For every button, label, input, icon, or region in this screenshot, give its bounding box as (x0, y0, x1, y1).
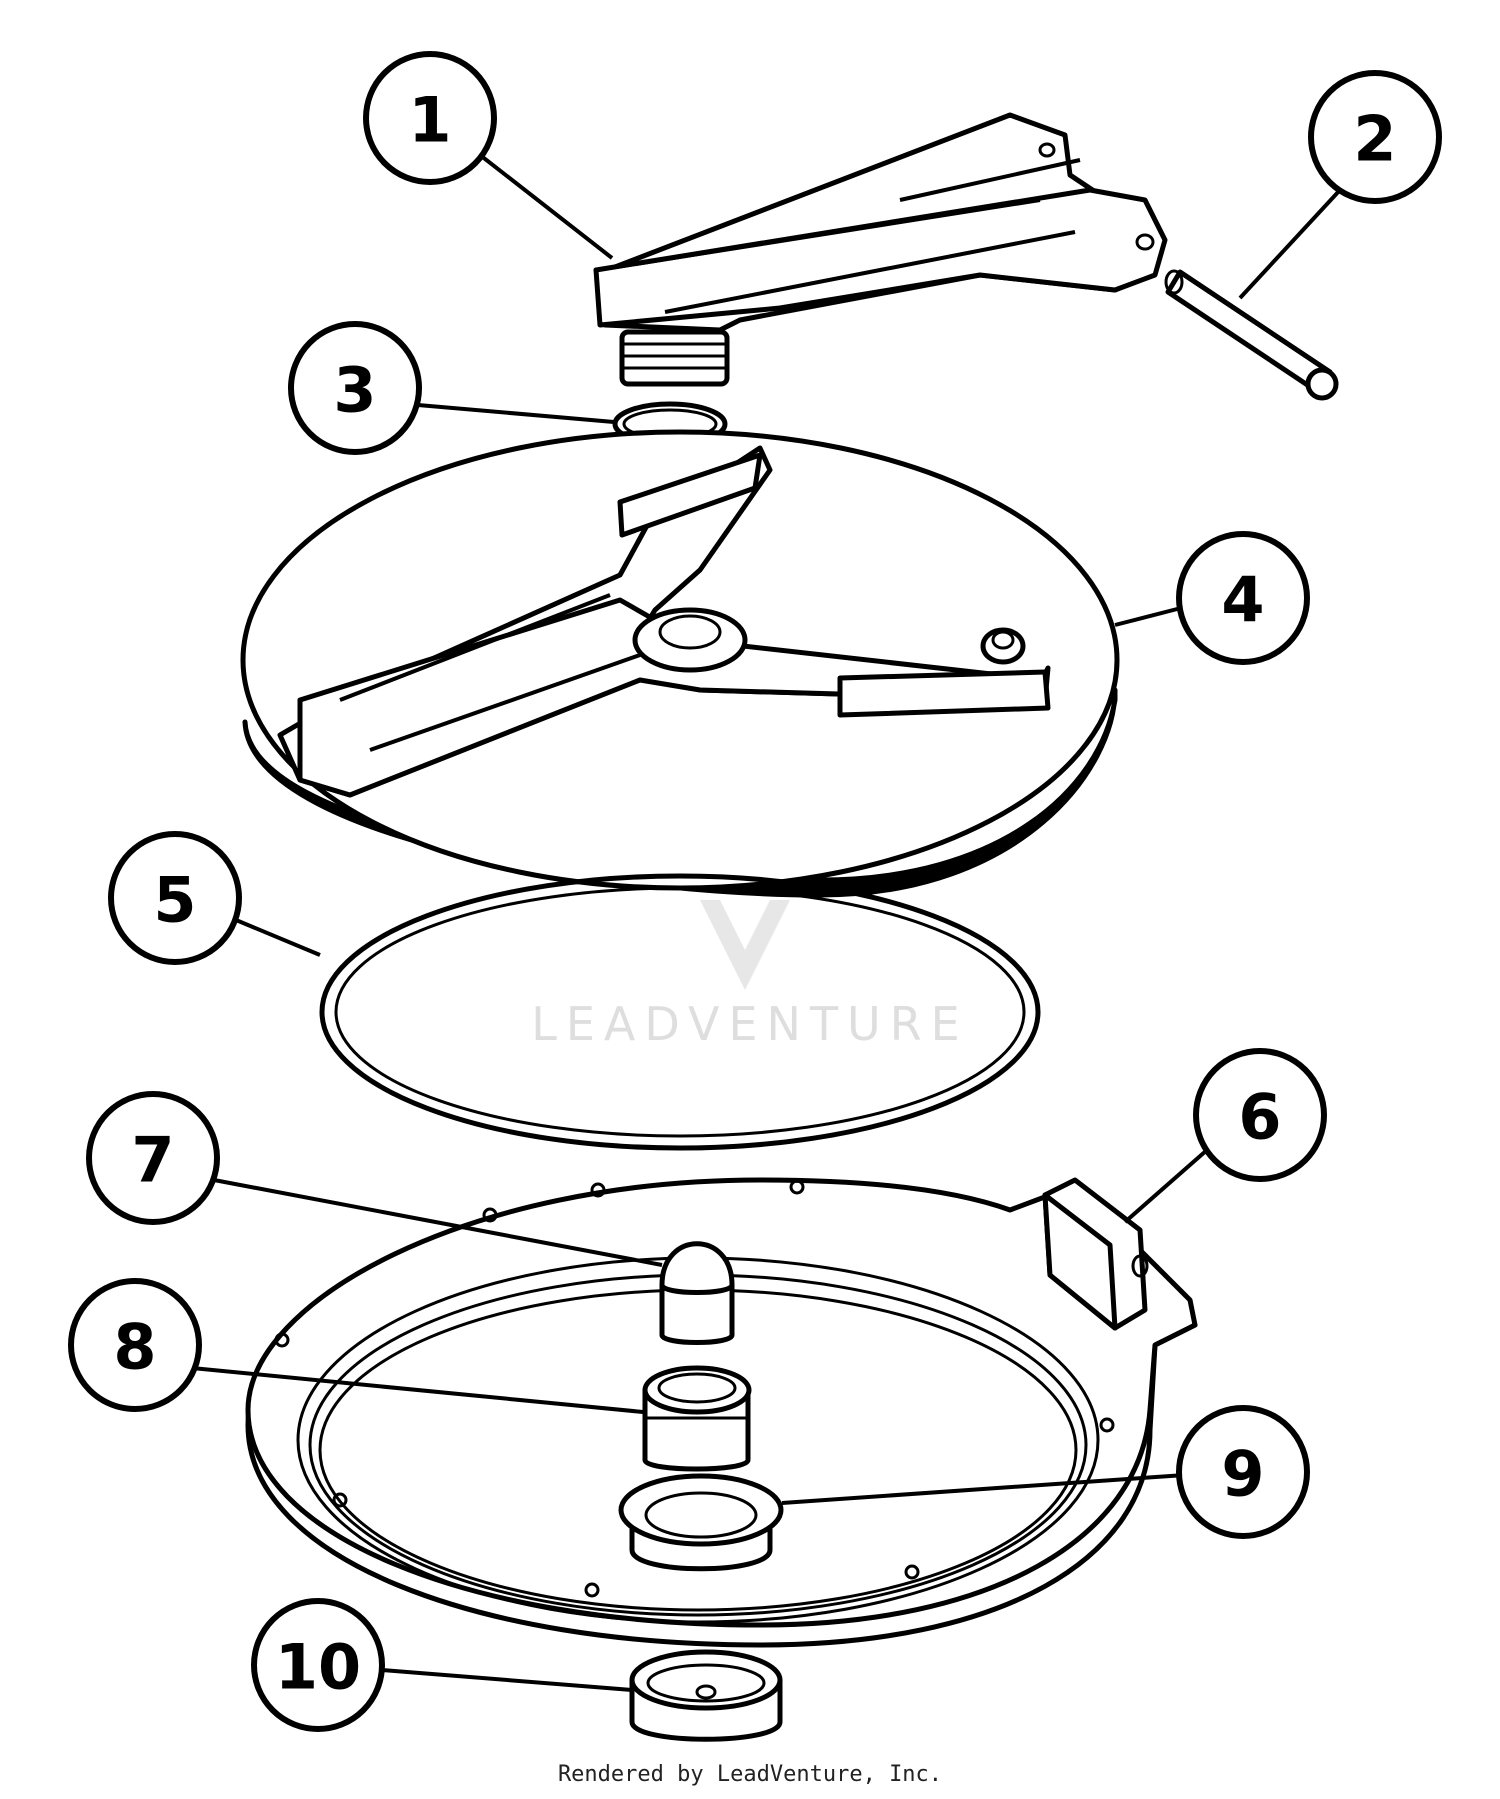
callout-4: 4 (1176, 531, 1310, 665)
leader-4 (1114, 605, 1186, 627)
callout-7: 7 (86, 1091, 220, 1225)
callout-2: 2 (1308, 70, 1442, 204)
svg-text:6: 6 (1238, 1081, 1281, 1154)
leader-10 (381, 1668, 633, 1692)
leader-5 (235, 918, 321, 957)
part-10-end-cap (629, 1649, 783, 1742)
footer-credit: Rendered by LeadVenture, Inc. (557, 1762, 943, 1787)
leader-2 (1238, 188, 1342, 300)
leader-3 (417, 403, 615, 424)
part-4-lid (240, 429, 1120, 898)
part-7-cap (659, 1241, 735, 1345)
part-9-seat (618, 1473, 784, 1572)
part-5-gasket (319, 873, 1041, 1151)
svg-text:3: 3 (333, 354, 376, 427)
callout-10: 10 (251, 1598, 385, 1732)
svg-text:7: 7 (131, 1124, 174, 1197)
svg-text:9: 9 (1221, 1438, 1264, 1511)
svg-text:1: 1 (408, 84, 451, 157)
callout-5: 5 (108, 831, 242, 965)
leader-1 (478, 153, 614, 260)
watermark-chevron-icon (700, 900, 790, 990)
watermark-text: LEADVENTURE (531, 997, 969, 1051)
svg-text:10: 10 (275, 1631, 361, 1704)
part-1-handle (593, 112, 1168, 387)
leader-7 (213, 1178, 663, 1267)
svg-text:2: 2 (1353, 103, 1396, 176)
svg-text:5: 5 (153, 864, 196, 937)
exploded-parts-diagram: LEADVENTURE (68, 51, 1442, 1742)
leader-9 (781, 1473, 1186, 1505)
part-8-bushing (642, 1365, 752, 1472)
leader-lines (191, 153, 1342, 1692)
svg-text:8: 8 (113, 1311, 156, 1384)
part-2-pin (1164, 269, 1339, 401)
leader-6 (1123, 1148, 1209, 1224)
callout-6: 6 (1193, 1048, 1327, 1182)
leader-8 (191, 1366, 644, 1414)
callout-3: 3 (288, 321, 422, 455)
callout-9: 9 (1176, 1405, 1310, 1539)
svg-text:4: 4 (1221, 564, 1264, 637)
callout-8: 8 (68, 1278, 202, 1412)
callout-1: 1 (363, 51, 497, 185)
callouts: 1 2 3 4 5 6 7 8 (68, 51, 1442, 1732)
